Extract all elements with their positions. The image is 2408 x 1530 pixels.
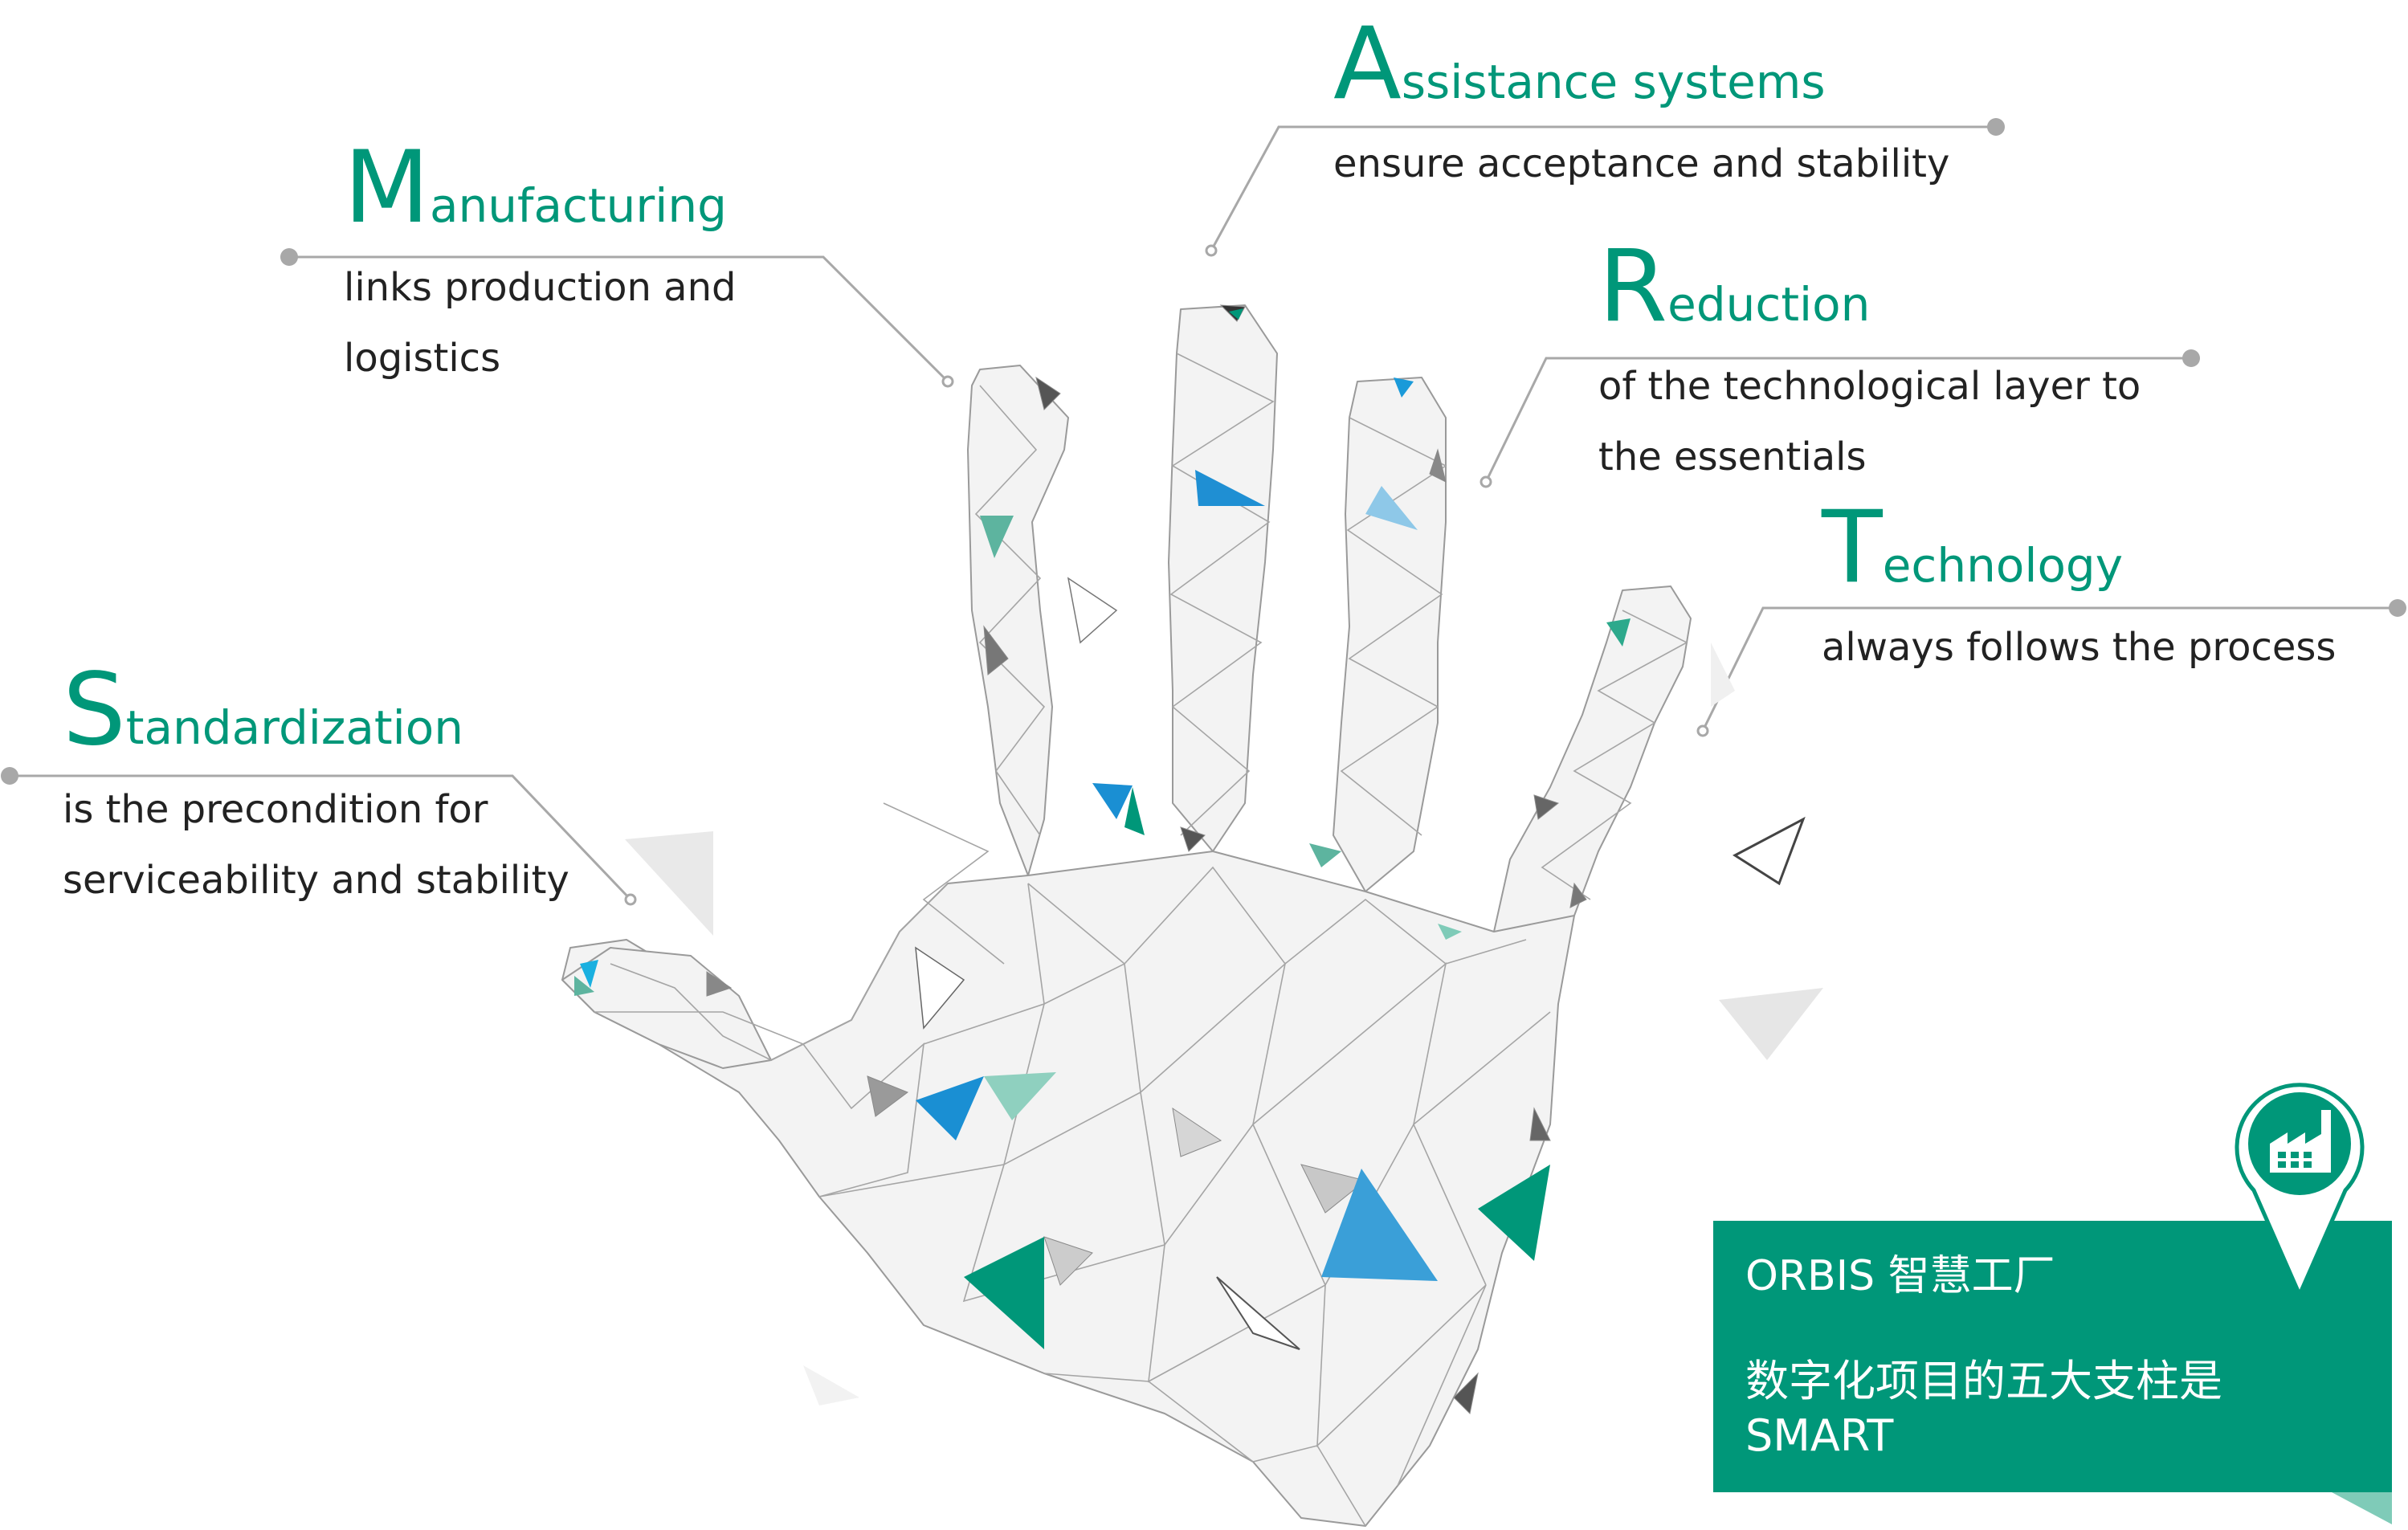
pillar-heading: Reduction <box>1598 237 2141 337</box>
orbis-box-title: ORBIS 智慧工厂 <box>1745 1252 2055 1300</box>
accent-triangle-light-green <box>1438 924 1462 940</box>
connector-reduction <box>1484 357 2191 483</box>
pillar-description: of the technological layer to the essent… <box>1598 351 2141 492</box>
mesh-shaded-triangles <box>706 304 1587 1415</box>
pillar-description-line: is the precondition for <box>63 787 488 832</box>
pillar-initial: M <box>344 130 430 246</box>
pillar-heading: Standardization <box>63 660 569 760</box>
accent-triangle-blue <box>916 1076 984 1140</box>
accent-triangle-green <box>1124 787 1145 835</box>
pillar-initial: S <box>63 652 126 768</box>
pillar-description-line: logistics <box>344 336 501 381</box>
pillar-technology: Technology always follows the process <box>1822 498 2336 683</box>
pillar-description-line: ensure acceptance and stability <box>1333 141 1950 186</box>
pillar-title-rest: echnology <box>1882 538 2124 593</box>
pillar-description-line: of the technological layer to <box>1598 364 2141 409</box>
accent-triangle-blue <box>1092 783 1133 819</box>
pillar-initial: A <box>1333 6 1402 122</box>
pillar-manufacturing: Manufacturing links production and logis… <box>344 138 736 394</box>
location-pin-icon <box>2235 1083 2365 1300</box>
floating-triangles <box>625 577 1823 1406</box>
connector-manufacturing <box>289 255 949 383</box>
accent-triangle-green <box>1606 618 1631 647</box>
pillar-description: always follows the process <box>1822 612 2336 683</box>
pillar-standardization: Standardization is the precondition for … <box>63 660 569 916</box>
pillar-description-line: always follows the process <box>1822 625 2337 670</box>
pillar-reduction: Reduction of the technological layer to … <box>1598 237 2141 492</box>
pillar-initial: T <box>1822 490 1883 606</box>
accent-triangle-blue <box>1195 470 1265 506</box>
orbis-box-subtitle-line: 数字化项目的五大支柱是 <box>1745 1356 2222 1406</box>
orbis-box-corner-fold <box>2332 1492 2392 1524</box>
pillar-title-rest: eduction <box>1667 277 1871 332</box>
pillar-description-line: links production and <box>344 265 737 310</box>
accent-triangle-green <box>964 1237 1044 1349</box>
pillar-heading: Manufacturing <box>344 138 736 238</box>
pillar-description: is the precondition for serviceability a… <box>63 774 569 916</box>
pillar-description: links production and logistics <box>344 252 736 394</box>
connector-dots <box>1 118 2406 785</box>
hand-silhouette <box>561 304 1692 1527</box>
pillar-description-line: the essentials <box>1598 435 1867 479</box>
accent-triangle-light-green <box>984 1072 1056 1120</box>
pillar-heading: Technology <box>1822 498 2336 598</box>
accent-triangle-green <box>1229 308 1243 320</box>
pillar-title-rest: tandardization <box>125 700 463 755</box>
pillar-heading: Assistance systems <box>1333 14 1949 114</box>
pillar-description-line: serviceability and stability <box>63 858 569 903</box>
accent-triangle-blue <box>580 960 598 988</box>
mesh-lines <box>594 353 1688 1527</box>
accent-triangle-green <box>1478 1165 1550 1261</box>
pillar-title-rest: ssistance systems <box>1401 55 1826 109</box>
connector-end-dots <box>624 244 1709 906</box>
factory-icon <box>2270 1110 2331 1173</box>
pillar-initial: R <box>1598 229 1667 345</box>
pillar-title-rest: anufacturing <box>430 178 727 233</box>
accent-triangle-green <box>980 516 1014 558</box>
connector-standardization <box>10 774 632 901</box>
pillar-assistance-systems: Assistance systems ensure acceptance and… <box>1333 14 1949 199</box>
accent-triangle-green <box>1309 843 1341 867</box>
accent-triangle-blue <box>1321 1169 1438 1281</box>
orbis-box-subtitle: 数字化项目的五大支柱是 SMART <box>1745 1354 2324 1463</box>
accent-triangle-light-blue <box>1365 486 1418 530</box>
orbis-info-box: ORBIS 智慧工厂 数字化项目的五大支柱是 SMART <box>1713 1221 2392 1492</box>
accent-triangle-blue <box>1394 377 1414 398</box>
accent-triangle-green <box>574 976 594 996</box>
pillar-description: ensure acceptance and stability <box>1333 129 1949 199</box>
orbis-box-subtitle-line: SMART <box>1745 1410 1894 1461</box>
connector-assistance <box>1210 125 1996 251</box>
accent-triangles <box>574 308 1631 1349</box>
